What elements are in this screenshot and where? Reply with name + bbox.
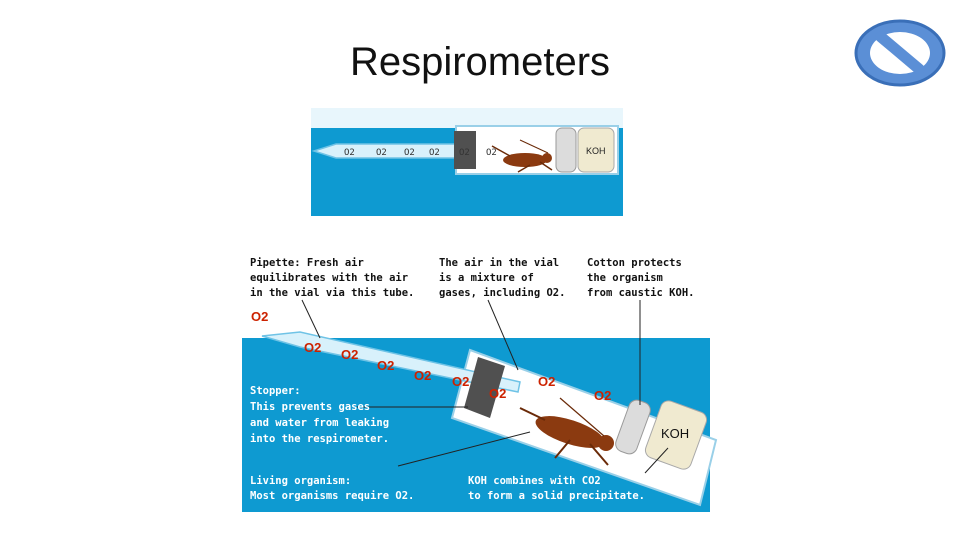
o2-label-top: O2	[429, 148, 440, 158]
callout-stopper-line: into the respirometer.	[250, 433, 389, 445]
callout-pipette-line: equilibrates with the air	[250, 272, 408, 284]
o2-label-top: O2	[404, 148, 415, 158]
callout-pipette-line: Pipette: Fresh air	[250, 257, 364, 269]
o2-label: O2	[414, 368, 431, 383]
callout-stopper-line: and water from leaking	[250, 417, 389, 429]
callout-cotton-line: Cotton protects	[587, 257, 682, 269]
o2-label: O2	[341, 347, 358, 362]
callout-organism-line: Most organisms require O2.	[250, 490, 414, 502]
o2-label: O2	[377, 358, 394, 373]
o2-label-top: O2	[344, 148, 355, 158]
koh-label-top: KOH	[586, 146, 606, 156]
callout-organism-line: Living organism:	[250, 475, 351, 487]
callout-koh-line: KOH combines with CO2	[468, 475, 601, 487]
o2-label-top: O2	[376, 148, 387, 158]
o2-label: O2	[452, 374, 469, 389]
o2-label-top: O2	[486, 148, 497, 158]
callout-koh-line: to form a solid precipitate.	[468, 490, 645, 502]
cricket-bottom	[519, 397, 614, 466]
callout-vial-air-line: The air in the vial	[439, 257, 559, 269]
o2-label-top: O2	[459, 148, 470, 158]
slide-title: Respirometers	[349, 40, 611, 84]
no-entry-icon[interactable]	[853, 19, 947, 87]
o2-label: O2	[489, 386, 506, 401]
callout-pipette-line: in the vial via this tube.	[250, 287, 414, 299]
callout-vial-air-line: is a mixture of	[439, 272, 534, 284]
o2-label: O2	[304, 340, 321, 355]
cricket-top	[491, 139, 553, 173]
bottom-respirometer-figure: O2 O2 O2 O2 O2 O2 O2 O2 O2 KOH Pipette: …	[242, 236, 718, 512]
callout-vial-air-line: gases, including O2.	[439, 287, 565, 299]
o2-label: O2	[594, 388, 611, 403]
callout-cotton-line: the organism	[587, 272, 663, 284]
callout-stopper-line: This prevents gases	[250, 401, 370, 413]
o2-label: O2	[538, 374, 555, 389]
top-respirometer-figure: O2 O2 O2 O2 O2 O2 KOH	[311, 108, 623, 216]
callout-stopper-line: Stopper:	[250, 385, 301, 397]
o2-label: O2	[251, 309, 268, 324]
koh-label: KOH	[661, 426, 689, 441]
callout-cotton-line: from caustic KOH.	[587, 287, 694, 299]
